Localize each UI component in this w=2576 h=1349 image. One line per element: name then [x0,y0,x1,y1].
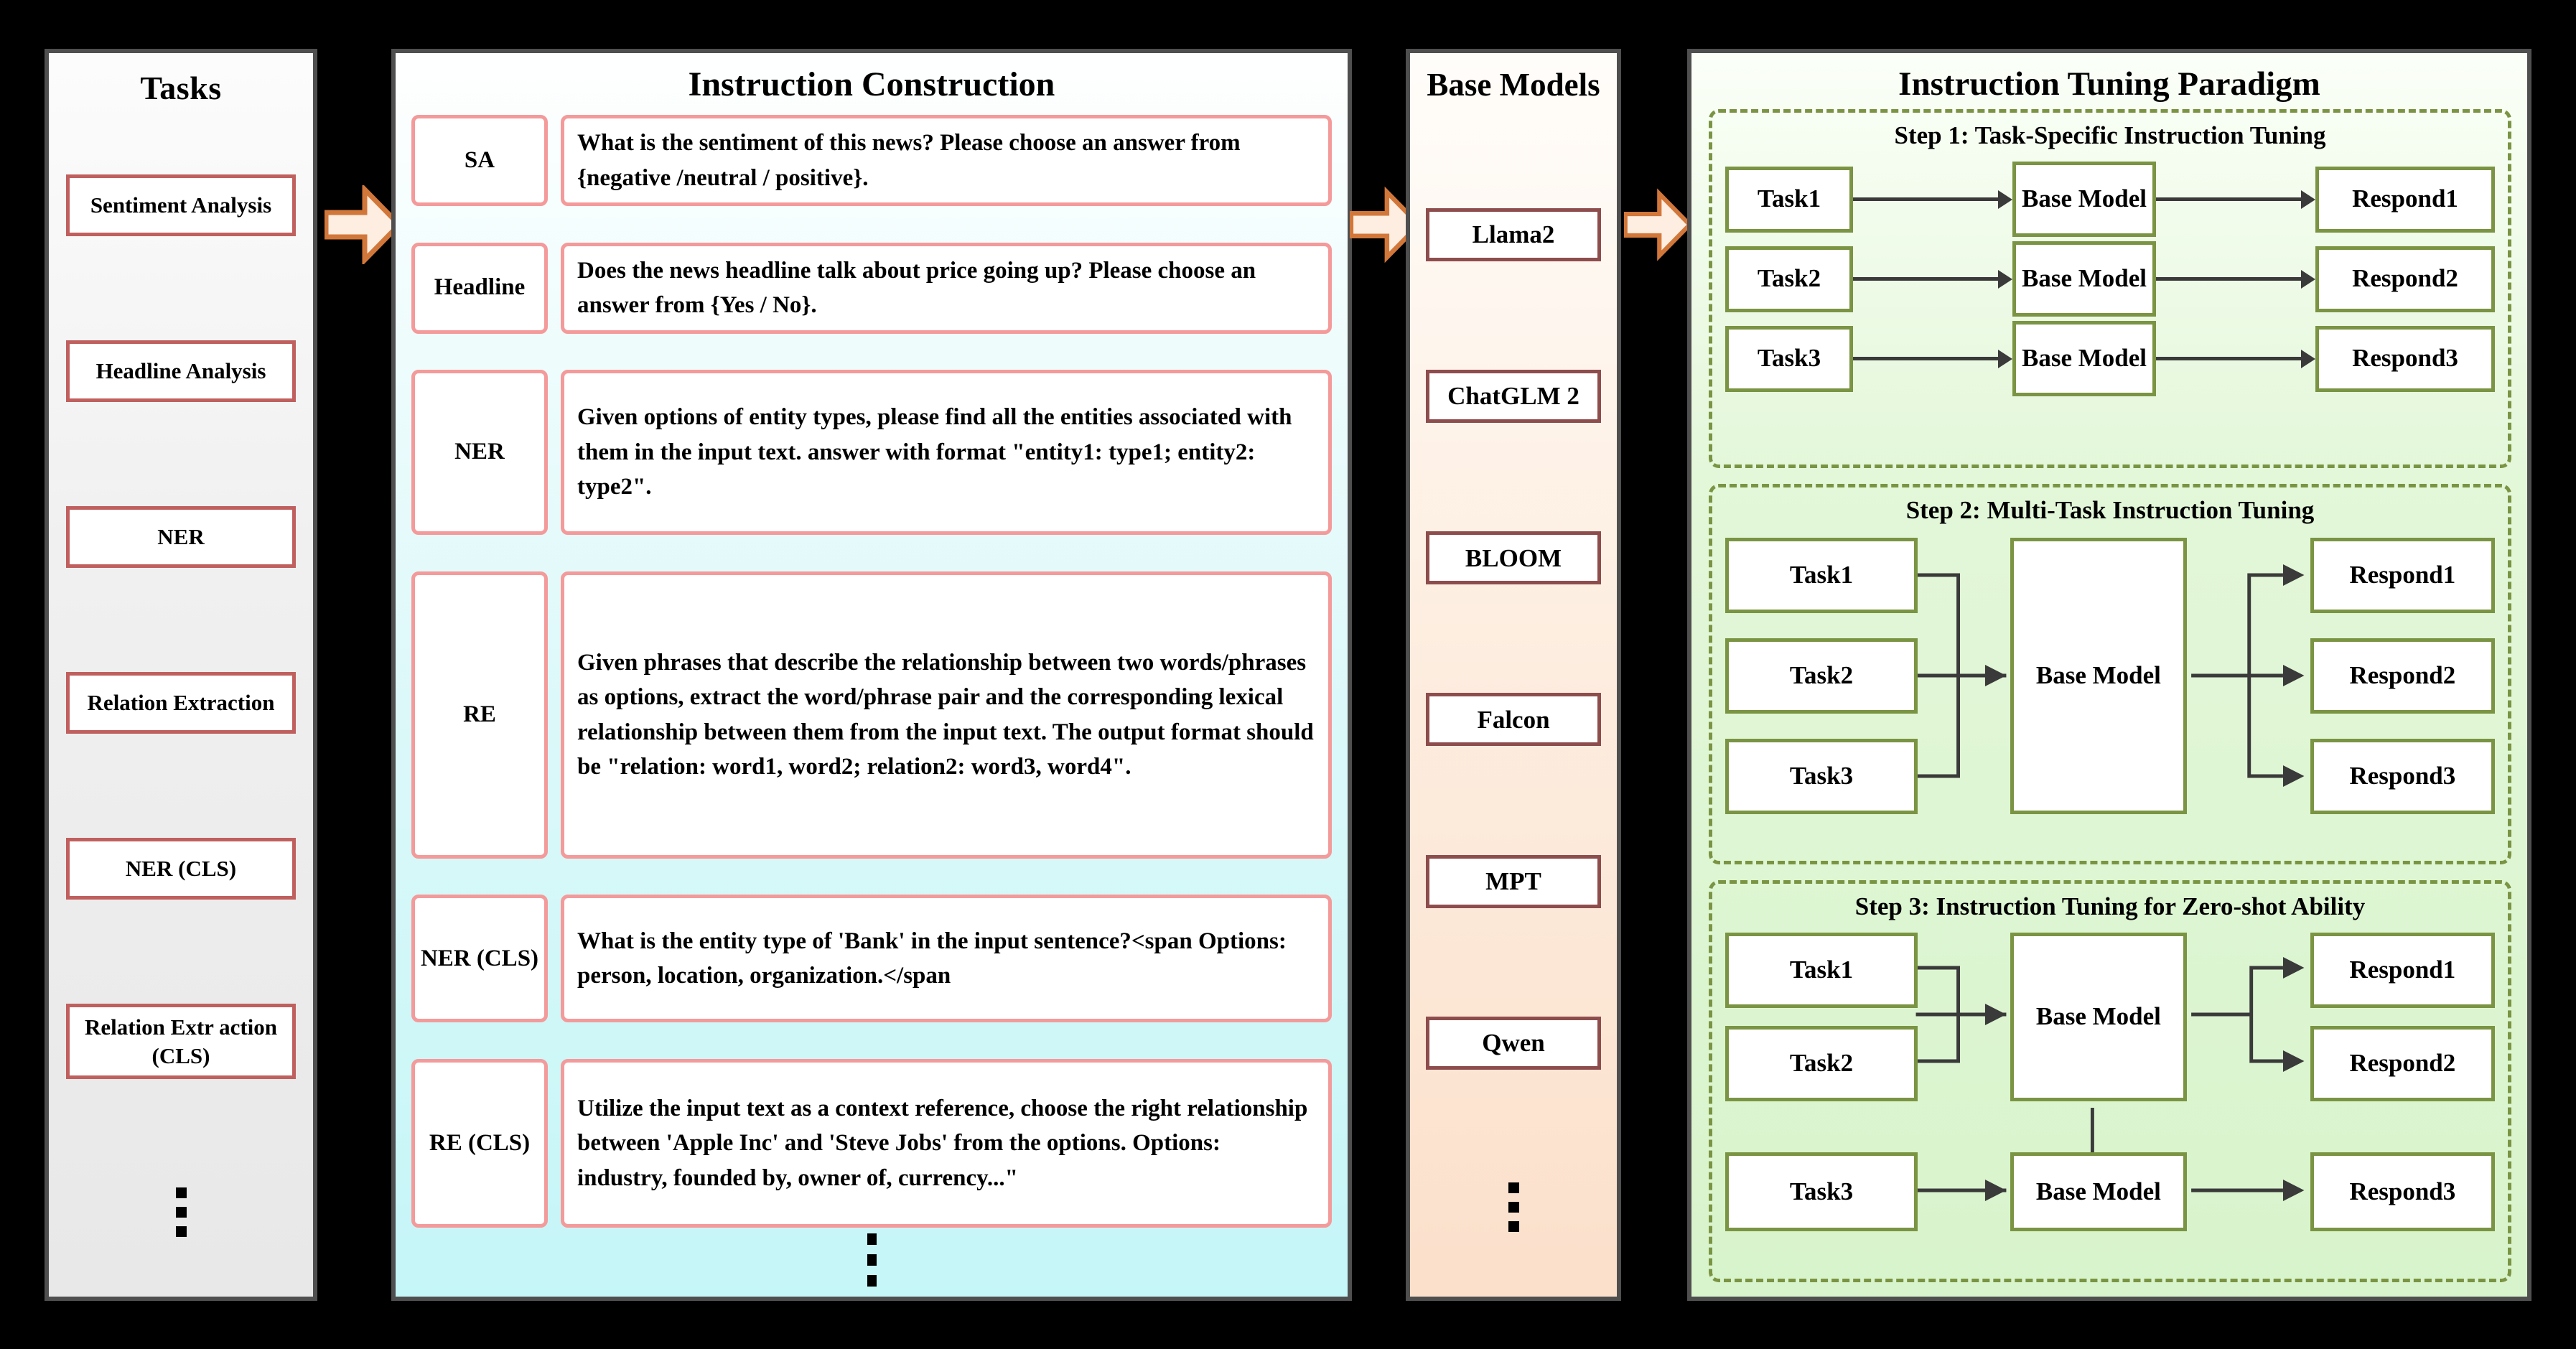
step1-base-model-2-box[interactable]: Base Model [2012,241,2156,317]
task-item-headline-analysis[interactable]: Headline Analysis [66,340,296,402]
task-item-relation-extraction-cls[interactable]: Relation Extr action (CLS) [66,1004,296,1080]
instruction-construction-title: Instruction Construction [688,65,1055,103]
base-model-qwen[interactable]: Qwen [1426,1017,1601,1070]
step-2-connectors [1915,564,2305,787]
step1-respond3-box[interactable]: Respond3 [2315,325,2495,392]
instruction-tag-re[interactable]: RE [411,571,548,859]
instruction-tuning-paradigm-panel: Instruction Tuning Paradigm Step 1: Task… [1687,49,2531,1301]
instruction-text-re-cls[interactable]: Utilize the input text as a context refe… [561,1058,1332,1228]
step1-arrow-task2-to-model [1853,269,2012,289]
tasks-list: Sentiment Analysis Headline Analysis NER… [66,122,296,1289]
step-1-title: Step 1: Task-Specific Instruction Tuning [1894,121,2326,149]
instruction-row: NER (CLS) What is the entity type of 'Ba… [411,895,1332,1023]
step3-base-model-bottom-box[interactable]: Base Model [2010,1152,2188,1231]
tasks-panel-title: Tasks [140,70,222,106]
base-models-panel: Base Models Llama2 ChatGLM 2 BLOOM Falco… [1406,49,1621,1301]
task-item-ner-cls[interactable]: NER (CLS) [66,837,296,900]
instruction-row: RE (CLS) Utilize the input text as a con… [411,1058,1332,1228]
step3-respond2-box[interactable]: Respond2 [2310,1026,2495,1101]
instruction-tag-ner[interactable]: NER [411,370,548,536]
step1-task3-box[interactable]: Task3 [1725,325,1853,392]
instruction-more-ellipsis-icon [396,1233,1348,1287]
flow-arrow-instruction-to-base-models [1350,185,1422,264]
step1-respond1-box[interactable]: Respond1 [2315,166,2495,233]
step3-task3-box[interactable]: Task3 [1725,1152,1918,1231]
step3-base-model-top-box[interactable]: Base Model [2010,933,2188,1101]
step2-task1-box[interactable]: Task1 [1725,538,1918,613]
base-model-chatglm2[interactable]: ChatGLM 2 [1426,369,1601,423]
step-2-title: Step 2: Multi-Task Instruction Tuning [1905,496,2315,524]
base-models-more-ellipsis-icon [1426,1178,1601,1233]
base-model-bloom[interactable]: BLOOM [1426,531,1601,585]
step1-arrow-model-to-respond3 [2156,349,2315,368]
task-item-ner[interactable]: NER [66,505,296,568]
instruction-tag-sa[interactable]: SA [411,115,548,206]
instruction-text-headline[interactable]: Does the news headline talk about price … [561,242,1332,334]
step1-respond2-box[interactable]: Respond2 [2315,246,2495,312]
instruction-text-ner[interactable]: Given options of entity types, please fi… [561,370,1332,536]
step-3-title: Step 3: Instruction Tuning for Zero-shot… [1854,892,2366,920]
step-3-flow: Task1 Task2 Base Model Respond1 Respond2… [1725,928,2495,1237]
base-models-title: Base Models [1427,67,1600,103]
step2-base-model-box[interactable]: Base Model [2010,538,2188,814]
flow-arrow-tasks-to-instruction [325,185,402,264]
step-1-row-3: Task3 Base Model Respond3 [1725,321,2495,396]
tasks-panel: Tasks Sentiment Analysis Headline Analys… [45,49,317,1301]
instruction-tag-ner-cls[interactable]: NER (CLS) [411,895,548,1023]
instruction-text-ner-cls[interactable]: What is the entity type of 'Bank' in the… [561,895,1332,1023]
step3-task1-box[interactable]: Task1 [1725,933,1918,1008]
step3-respond3-box[interactable]: Respond3 [2310,1152,2495,1231]
step-3-container: Step 3: Instruction Tuning for Zero-shot… [1709,880,2511,1282]
step-1-row-1: Task1 Base Model Respond1 [1725,162,2495,237]
instruction-row: NER Given options of entity types, pleas… [411,370,1332,536]
instruction-construction-panel: Instruction Construction SA What is the … [391,49,1352,1301]
instruction-row: SA What is the sentiment of this news? P… [411,115,1332,206]
instruction-text-re[interactable]: Given phrases that describe the relation… [561,571,1332,859]
instruction-row: Headline Does the news headline talk abo… [411,242,1332,334]
step-1-container: Step 1: Task-Specific Instruction Tuning… [1709,109,2511,468]
base-model-llama2[interactable]: Llama2 [1426,207,1601,261]
task-item-sentiment-analysis[interactable]: Sentiment Analysis [66,174,296,236]
base-model-falcon[interactable]: Falcon [1426,693,1601,747]
instruction-text-sa[interactable]: What is the sentiment of this news? Plea… [561,115,1332,206]
flow-arrow-base-models-to-tuning [1624,185,1692,264]
step1-task1-box[interactable]: Task1 [1725,166,1853,233]
step1-arrow-model-to-respond2 [2156,269,2315,289]
step1-arrow-task1-to-model [1853,190,2012,209]
step3-respond1-box[interactable]: Respond1 [2310,933,2495,1008]
instruction-rows: SA What is the sentiment of this news? P… [411,115,1332,1228]
step1-task2-box[interactable]: Task2 [1725,246,1853,312]
step1-arrow-model-to-respond1 [2156,190,2315,209]
task-item-relation-extraction[interactable]: Relation Extraction [66,671,296,734]
base-models-list: Llama2 ChatGLM 2 BLOOM Falcon MPT Qwen [1426,154,1601,1287]
instruction-tag-headline[interactable]: Headline [411,242,548,334]
step-1-row-2: Task2 Base Model Respond2 [1725,241,2495,317]
step-2-flow: Task1 Task2 Task3 Base Model Respond1 Re… [1725,532,2495,819]
instruction-row: RE Given phrases that describe the relat… [411,571,1332,859]
step2-respond2-box[interactable]: Respond2 [2310,638,2495,714]
step2-respond3-box[interactable]: Respond3 [2310,739,2495,814]
step1-base-model-1-box[interactable]: Base Model [2012,162,2156,237]
step1-arrow-task3-to-model [1853,349,2012,368]
step1-base-model-3-box[interactable]: Base Model [2012,321,2156,396]
tasks-more-ellipsis-icon [66,1183,296,1238]
instruction-tuning-paradigm-title: Instruction Tuning Paradigm [1898,65,2320,103]
step2-task2-box[interactable]: Task2 [1725,638,1918,714]
tuning-steps: Step 1: Task-Specific Instruction Tuning… [1709,109,2511,1282]
step2-respond1-box[interactable]: Respond1 [2310,538,2495,613]
step-2-container: Step 2: Multi-Task Instruction Tuning [1709,484,2511,864]
step3-task2-box[interactable]: Task2 [1725,1026,1918,1101]
instruction-tag-re-cls[interactable]: RE (CLS) [411,1058,548,1228]
step2-task3-box[interactable]: Task3 [1725,739,1918,814]
base-model-mpt[interactable]: MPT [1426,854,1601,908]
